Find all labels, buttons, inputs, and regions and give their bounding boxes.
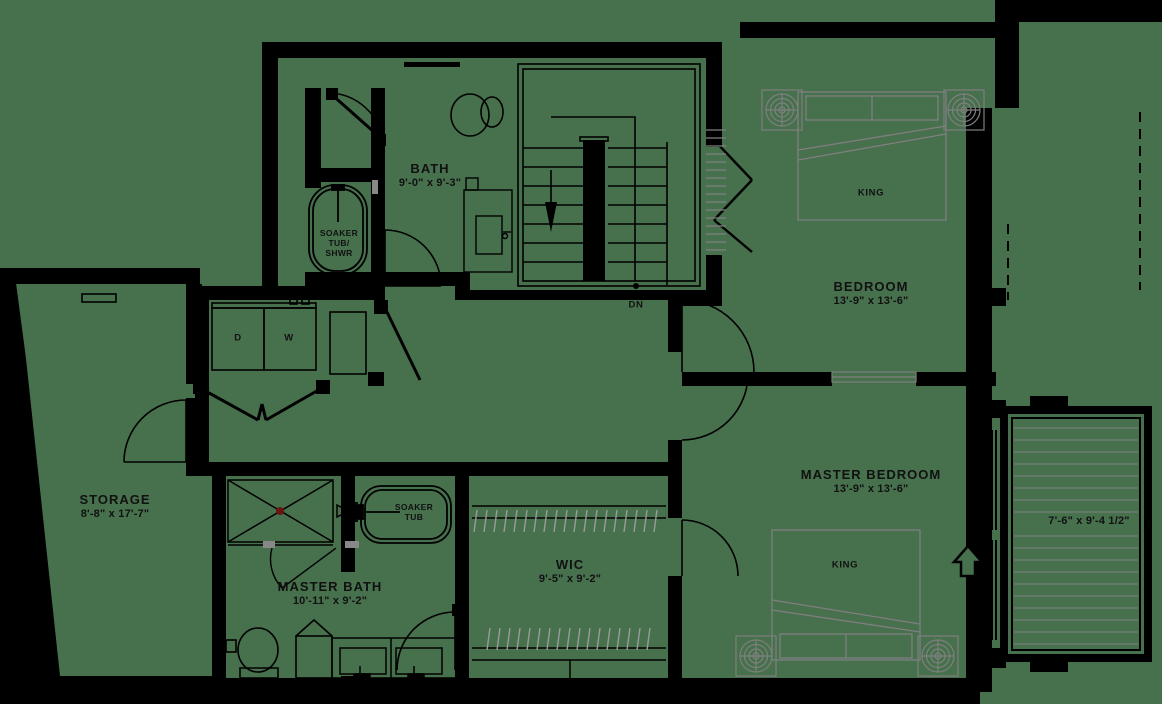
bed-king-bedroom: [797, 91, 947, 221]
double-vanity-master: [331, 637, 457, 679]
toilet-master-bath: [225, 627, 279, 679]
wic-rods-top: [472, 505, 666, 519]
closet-shelf-bedroom: [706, 129, 726, 251]
toilet-bath: [450, 93, 504, 137]
vanity-bath: [463, 177, 513, 273]
property-line-dashed: [1007, 112, 1141, 300]
entry-arrow-icon: [951, 544, 985, 578]
door-swing-storage: [123, 399, 187, 463]
shower-door-swing: [269, 547, 337, 589]
closet-doors-bedroom: [713, 139, 753, 253]
door-swing-bath-entry: [329, 91, 384, 142]
stair-down-arrow-icon: [545, 202, 557, 232]
door-swing-hall-master: [681, 373, 749, 441]
door-swing-master-bath: [396, 611, 456, 671]
wic-hangers-bottom: [486, 627, 651, 651]
door-swing-bath-closet: [384, 229, 442, 287]
wic-rods-bottom: [472, 647, 666, 661]
door-laundry-bifold: [199, 386, 323, 422]
wic-hangers-top: [473, 509, 658, 533]
soaker-tub-shower: [308, 184, 368, 276]
window-bedroom: [831, 371, 917, 383]
soaker-tub-master: [348, 485, 452, 544]
laundry-appliances: [211, 295, 367, 375]
door-swing-wic: [681, 519, 739, 577]
bed-king-master: [771, 529, 921, 661]
balcony-deck-boards: [1014, 427, 1138, 645]
staircase: [517, 63, 701, 287]
door-swing-hall-bedroom: [681, 299, 755, 373]
door-pantry: [384, 309, 422, 381]
